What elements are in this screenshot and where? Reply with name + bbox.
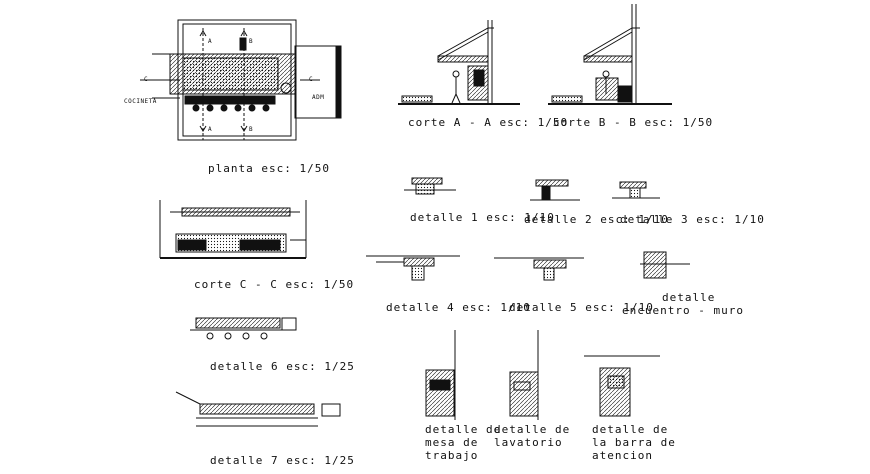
detail-3-title: detalle 3 esc: 1/10 [620, 213, 765, 226]
plan-title: planta esc: 1/50 [208, 162, 330, 175]
plan-label-cocineta: COCINETA [124, 98, 157, 105]
detail-7-title: detalle 7 esc: 1/25 [210, 454, 355, 467]
plan-label-adm: ADM [312, 94, 325, 101]
detail-6-title: detalle 6 esc: 1/25 [210, 360, 355, 373]
detail-2-drawing [530, 179, 580, 201]
detail-encuentro-drawing [640, 251, 690, 279]
section-mark-a-bottom: A [208, 126, 213, 133]
section-bb-title: corte B - B esc: 1/50 [553, 116, 714, 129]
detail-mesa-drawing [425, 330, 456, 420]
plan-sink [280, 82, 292, 94]
section-bb [548, 4, 672, 105]
detail-barra-title-2: la barra de [592, 436, 676, 449]
detail-6-drawing [190, 317, 297, 340]
section-mark-b-bottom: B [249, 126, 254, 133]
section-mark-c-left: C [144, 76, 149, 83]
detail-lavatorio-title-1: detalle de [494, 423, 571, 436]
detail-barra-drawing [584, 355, 660, 417]
section-aa [398, 20, 520, 105]
section-aa-title: corte A - A esc: 1/50 [408, 116, 569, 129]
detail-barra-title-3: atencion [592, 449, 653, 462]
detail-3-drawing [612, 181, 660, 199]
detail-mesa-title-1: detalle de [425, 423, 502, 436]
detail-lavatorio-title-2: lavatorio [494, 436, 563, 449]
section-cc [159, 200, 307, 259]
plan-floor-pattern [182, 57, 279, 91]
detail-1-title: detalle 1 esc: 1/10 [410, 211, 555, 224]
detail-2-title: detalle 2 esc: 1/10 [524, 213, 669, 226]
section-mark-c-right: C [309, 76, 314, 83]
detail-mesa-title-2: mesa de [425, 436, 479, 449]
detail-5-title: detalle 5 esc: 1/10 [509, 301, 654, 314]
detail-1-drawing [404, 177, 456, 195]
plan-view [140, 19, 342, 141]
section-mark-a-top: A [208, 38, 213, 45]
detail-5-drawing [494, 257, 584, 281]
detail-encuentro-title-1: detalle [662, 291, 716, 304]
plan-bar [184, 95, 276, 105]
detail-lavatorio-drawing [509, 330, 539, 420]
detail-barra-title-1: detalle de [592, 423, 669, 436]
plan-adm-room [294, 45, 341, 119]
detail-7-drawing [175, 391, 341, 427]
detail-mesa-title-3: trabajo [425, 449, 479, 462]
detail-encuentro-title-2: encuentro - muro [622, 304, 744, 317]
section-mark-b-top: B [249, 38, 254, 45]
detail-4-drawing [366, 255, 460, 281]
section-cc-title: corte C - C esc: 1/50 [194, 278, 355, 291]
detail-4-title: detalle 4 esc: 1/10 [386, 301, 531, 314]
